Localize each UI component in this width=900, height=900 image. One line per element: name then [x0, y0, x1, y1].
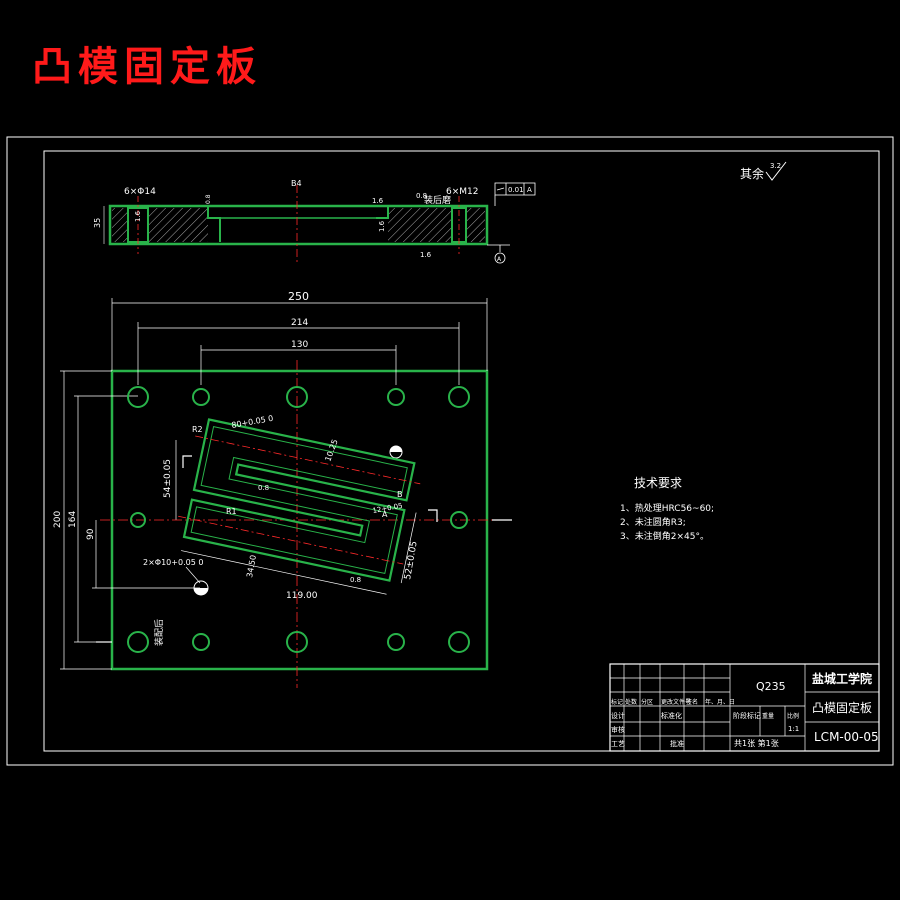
dim-h164: 164	[68, 511, 78, 528]
tb-scale-value: 1:1	[788, 725, 799, 733]
hole-note-right: 6×M12	[446, 187, 478, 197]
dim-80: 80+0.05 0	[231, 414, 274, 430]
dim-h90: 90	[86, 528, 96, 540]
radius-2: R2	[192, 425, 203, 434]
flatness-value: 0.01	[508, 186, 524, 194]
top-dimensions	[111, 298, 488, 385]
datum-a-label: A	[497, 256, 502, 263]
tb-approve-label: 批准	[670, 739, 684, 748]
hole-11	[387, 633, 405, 651]
section-hatch-left	[112, 208, 208, 242]
center-mark: B4	[291, 179, 302, 188]
bottom-roughness: 1.6	[420, 251, 432, 259]
thickness-dim: 35	[93, 218, 102, 228]
hole-4	[387, 388, 405, 406]
drawing-title: 凸模固定板	[32, 43, 262, 90]
tb-scale-label: 比例	[787, 712, 799, 720]
dim-inner-span: 130	[291, 340, 308, 350]
tb-std-label: 标准化	[661, 711, 682, 720]
tb-stage-label: 阶段标记	[733, 711, 761, 720]
roughness-4: 1.6	[378, 220, 386, 232]
hole-8	[127, 631, 149, 653]
hole-9	[192, 633, 210, 651]
hole-1	[127, 386, 149, 408]
pin-note: 2×Φ10+0.05 0	[143, 558, 203, 567]
section-mark: A	[382, 510, 388, 519]
title-block: Q235 盐城工学院 凸模固定板 LCM-00-05 处数 分区 更改文件号 签…	[609, 663, 880, 752]
tb-weight-label: 重量	[762, 712, 774, 720]
side-note: 装后磨	[424, 194, 451, 206]
assembly-note: 装配后	[153, 619, 165, 646]
section-outline	[108, 204, 489, 246]
section-arrows	[96, 455, 512, 643]
dim-10: 10.25	[323, 438, 339, 463]
tb-col-label-3: 签名	[686, 698, 698, 706]
flatness-tolerance-frame: 0.01 A	[494, 182, 536, 206]
hole-3	[286, 386, 308, 408]
dim-34: 34.50	[245, 554, 258, 578]
tb-material: Q235	[756, 680, 786, 693]
dim-52: 52±0.05	[403, 540, 420, 580]
hole-5	[448, 386, 470, 408]
roughness-note-label: 其余	[740, 166, 764, 181]
tb-school: 盐城工学院	[812, 671, 872, 686]
hole-6	[130, 512, 146, 528]
radius-1: R1	[226, 507, 237, 516]
flatness-datum: A	[527, 186, 532, 194]
plan-view: 250 214 130 200 164 90 54±0.05	[53, 290, 512, 688]
hole-7	[450, 511, 468, 529]
hole-12	[448, 631, 470, 653]
pin-holes	[193, 445, 403, 596]
tech-requirements: 技术要求 1、热处理HRC56~60; 2、未注圆角R3; 3、未注倒角2×45…	[620, 476, 714, 542]
tb-col-label-1: 分区	[641, 698, 653, 706]
tb-row-label-2: 审核	[611, 725, 625, 734]
hole-10	[286, 631, 308, 653]
tb-drawing-no: LCM-00-05	[814, 730, 879, 744]
tb-row-label-3: 工艺	[611, 740, 625, 748]
tb-col-label-0: 处数	[625, 698, 637, 706]
tb-part-name: 凸模固定板	[812, 700, 872, 715]
inner-frame	[43, 150, 880, 752]
tb-col-label-4: 年、月、日	[705, 698, 735, 706]
dim-hole-span: 214	[291, 318, 308, 328]
hole-2	[192, 388, 210, 406]
dim-119: 119.00	[286, 591, 318, 601]
tb-row-label-1: 设计	[611, 711, 625, 720]
section-b-label: B	[397, 490, 403, 499]
roughness-inner-1: 0.8	[258, 484, 269, 492]
roughness-2: 1.6	[372, 197, 384, 205]
tech-item-1: 1、热处理HRC56~60;	[620, 502, 714, 514]
section-view: 6×Φ14 6×M12 B4 35 1.6 1.6 0.8 1.6 0.8 装后…	[93, 179, 536, 264]
tb-row-label-0: 标记	[611, 698, 623, 706]
tech-item-2: 2、未注圆角R3;	[620, 516, 686, 528]
roughness-note-value: 3.2	[770, 162, 781, 170]
dim-total-width: 250	[288, 290, 309, 303]
roughness-inner-2: 0.8	[350, 576, 361, 584]
tb-col-label-2: 更改文件号	[661, 698, 691, 706]
roughness-note: 其余 3.2	[740, 161, 787, 181]
roughness-1: 1.6	[134, 210, 142, 222]
tb-sheet-info: 共1张 第1张	[734, 738, 779, 748]
roughness-3: 0.8	[416, 192, 427, 200]
other-note: 0.8	[205, 194, 212, 204]
bolt-holes	[127, 386, 470, 653]
outer-frame	[6, 136, 894, 766]
tech-item-3: 3、未注倒角2×45°。	[620, 530, 709, 542]
tech-heading: 技术要求	[634, 476, 682, 490]
datum-a-symbol: A	[487, 244, 510, 264]
dim-total-height: 200	[53, 511, 63, 528]
dim-54: 54±0.05	[163, 459, 173, 498]
punch-cavity	[178, 418, 421, 595]
section-hatch-right	[388, 208, 485, 242]
hole-note-left: 6×Φ14	[124, 187, 156, 197]
